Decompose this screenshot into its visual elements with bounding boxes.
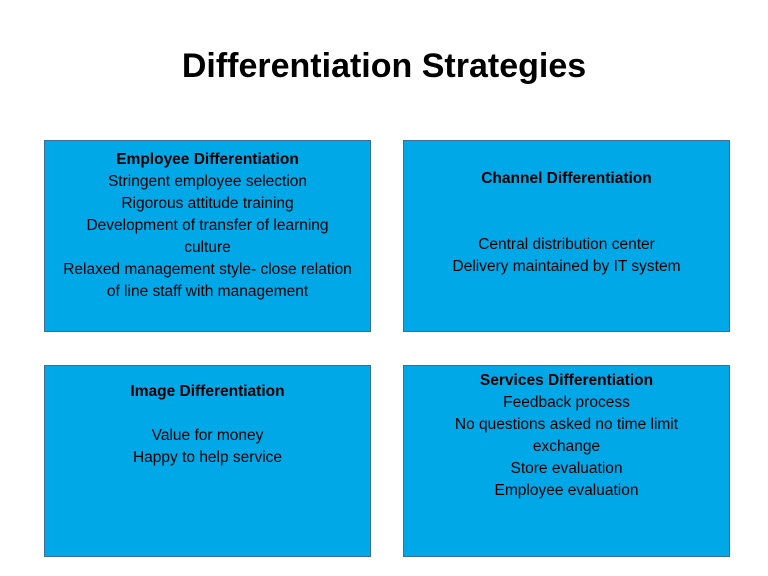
box-heading: Image Differentiation [130,383,285,400]
box-heading: Channel Differentiation [481,170,652,187]
box-line: Store evaluation [510,460,623,477]
box-line: culture [184,239,231,256]
box-line: No questions asked no time limit [454,416,679,433]
box-line: Stringent employee selection [107,173,308,190]
box-line: Delivery maintained by IT system [452,258,681,275]
box-heading: Services Differentiation [479,372,654,389]
image-differentiation-box: Image Differentiation Value for money Ha… [44,365,371,557]
spacer [404,212,729,234]
box-line: Relaxed management style- close relation [63,261,352,278]
box-heading: Employee Differentiation [116,151,299,168]
employee-differentiation-box: Employee Differentiation Stringent emplo… [44,140,371,332]
box-line: Rigorous attitude training [121,195,294,212]
spacer [45,403,370,425]
spacer [404,190,729,212]
box-line: Happy to help service [132,449,283,466]
box-line: Employee evaluation [494,482,639,499]
box-line: Value for money [151,427,264,444]
slide-title: Differentiation Strategies [181,47,587,85]
box-line: Development of transfer of learning [86,217,329,234]
box-line: exchange [532,438,601,455]
box-line: Central distribution center [478,236,655,253]
channel-differentiation-box: Channel Differentiation Central distribu… [403,140,730,332]
services-differentiation-box: Services Differentiation Feedback proces… [403,365,730,557]
box-line: of line staff with management [106,283,309,300]
box-line: Feedback process [503,394,630,411]
